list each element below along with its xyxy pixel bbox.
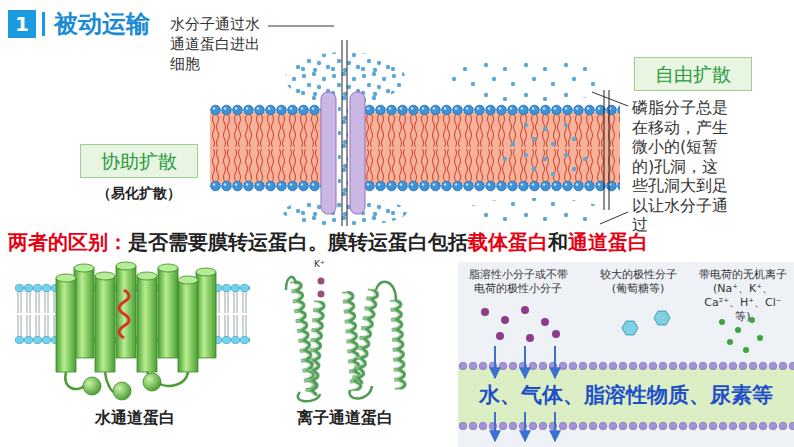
figure-caption: 离子通道蛋白 bbox=[275, 407, 415, 429]
box-outline: 协助扩散 bbox=[80, 144, 198, 178]
figure-caption: 水通道蛋白 bbox=[50, 407, 220, 429]
slide-title: 被动运输 bbox=[54, 9, 150, 39]
sentence-text: 和 bbox=[548, 229, 568, 255]
leader-line bbox=[600, 212, 628, 224]
method-box: 协助扩散 （易化扩散） bbox=[80, 144, 198, 203]
box-outline: 自由扩散 bbox=[634, 57, 752, 91]
ion-channel-illustration bbox=[286, 277, 409, 401]
molecule-label: 脂溶性小分子或不带电荷的极性小分子 bbox=[466, 268, 570, 296]
box-subtitle: （易化扩散） bbox=[80, 185, 198, 203]
box-label: 协助扩散 bbox=[101, 150, 177, 172]
cut-mark bbox=[342, 40, 609, 226]
section-badge bbox=[8, 10, 36, 38]
callout-note: 磷脂分子总是在移动，产生微小的(短暂的)孔洞，这些孔洞大到足以让水分子通过 bbox=[632, 98, 732, 235]
box-label: 自由扩散 bbox=[655, 63, 731, 85]
aquaporin-channel bbox=[321, 92, 365, 214]
leader-line bbox=[268, 26, 334, 27]
callout-note: 水分子通过水通道蛋白进出细胞 bbox=[170, 14, 264, 74]
ion-symbol: K⁺ bbox=[314, 259, 325, 270]
method-box: 自由扩散 bbox=[634, 57, 752, 91]
aquaporin-illustration bbox=[15, 262, 250, 400]
emphasis-text: 两者的区别： bbox=[8, 229, 128, 255]
section-number: 1 bbox=[8, 10, 36, 38]
emphasis-text: 载体蛋白 bbox=[468, 229, 548, 255]
leader-line bbox=[592, 92, 628, 106]
diffusion-panel bbox=[458, 262, 794, 447]
molecule-label: 带电荷的无机离子(Na⁺、K⁺、Ca²⁺、H⁺、Cl⁻等) bbox=[698, 268, 788, 324]
emphasis-text: 通道蛋白 bbox=[568, 229, 648, 255]
sentence-text: 是否需要膜转运蛋白。膜转运蛋白包括 bbox=[128, 229, 468, 255]
phospholipid-bilayer bbox=[210, 104, 620, 192]
molecule-label: 较大的极性分子(葡萄糖等) bbox=[598, 268, 678, 296]
heading-bar bbox=[42, 12, 45, 36]
membrane-label: 水、气体、脂溶性物质、尿素等 bbox=[462, 382, 790, 408]
